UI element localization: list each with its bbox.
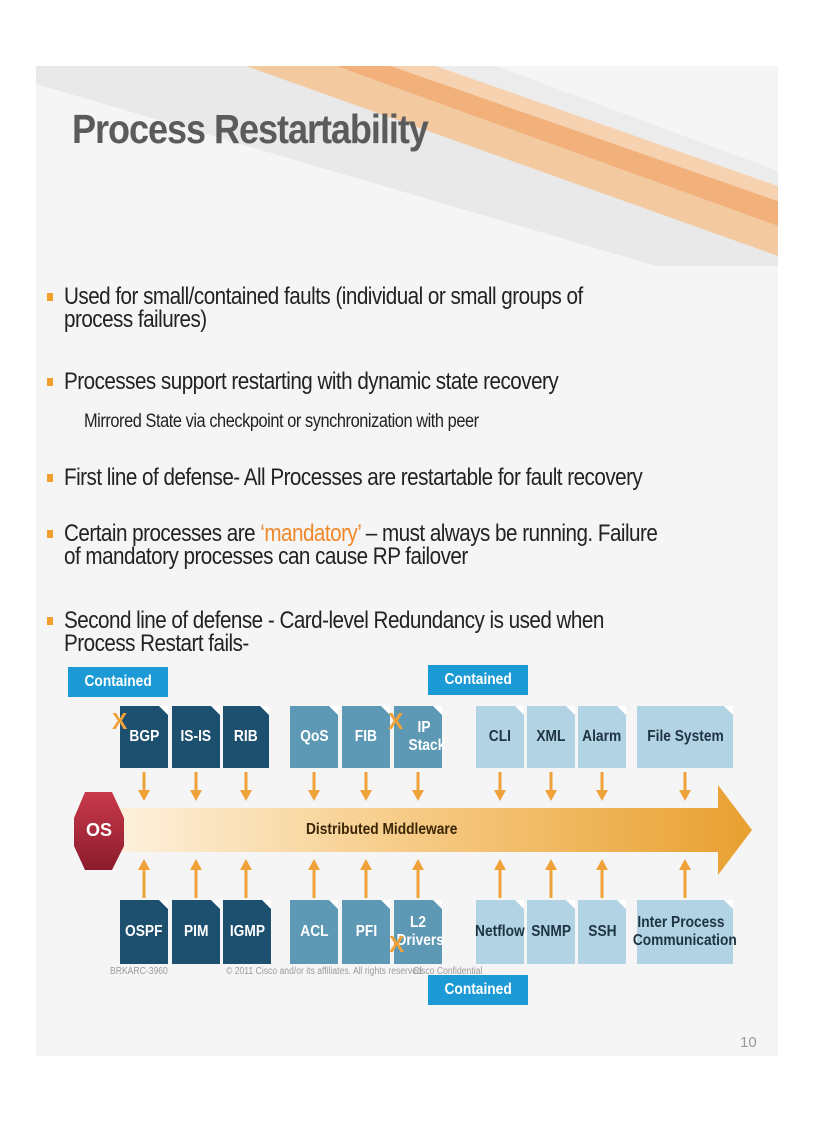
middleware-arrow: [100, 785, 752, 875]
connector-arrowhead: [545, 790, 557, 801]
connector-arrowhead: [679, 859, 691, 870]
process-box-alarm: Alarm: [578, 706, 626, 768]
bullet-marker: [47, 378, 53, 386]
connector-arrowhead: [596, 859, 608, 870]
bullet-text: Processes support restarting with dynami…: [64, 368, 559, 395]
process-box-xml: XML: [527, 706, 575, 768]
slide-title: Process Restartability: [72, 106, 429, 152]
connector-arrowhead: [545, 859, 557, 870]
sub-bullet: Mirrored State via checkpoint or synchro…: [84, 411, 479, 432]
slide: [36, 66, 778, 1056]
connector-arrowhead: [412, 859, 424, 870]
connector-arrowhead: [360, 790, 372, 801]
footer-confidential: Cisco Confidential: [413, 966, 483, 977]
connector-arrowhead: [494, 859, 506, 870]
bullet-text-after: – must always be running. Failure of man…: [64, 520, 658, 570]
connector-arrowhead: [190, 790, 202, 801]
page-number: 10: [740, 1034, 757, 1051]
process-box-file-system: File System: [637, 706, 733, 768]
mandatory-highlight: ‘mandatory’: [260, 520, 361, 547]
fault-x-mark: X: [112, 708, 128, 734]
bullet-marker: [47, 474, 53, 482]
bullet-text: First line of defense- All Processes are…: [64, 464, 643, 491]
connector-arrowhead: [138, 790, 150, 801]
process-box-bgp: BGP: [120, 706, 168, 768]
footer-copyright: © 2011 Cisco and/or its affiliates. All …: [226, 966, 425, 977]
connector-arrowhead: [360, 859, 372, 870]
fault-x-mark: X: [388, 708, 404, 734]
bullet-marker: [47, 293, 53, 301]
os-label: OS: [86, 820, 113, 840]
bullet-text: Second line of defense - Card-level Redu…: [64, 607, 604, 657]
process-box-inter-process-communication: Inter Process Communication: [633, 900, 737, 964]
contained-tag-top: Contained: [428, 665, 528, 695]
process-box-pfi: PFI: [342, 900, 390, 964]
bullet-text: Certain processes are ‘mandatory’ – must…: [64, 520, 666, 570]
bullet-text: Used for small/contained faults (individ…: [64, 283, 583, 333]
process-box-ssh: SSH: [578, 900, 626, 964]
process-box-cli: CLI: [476, 706, 524, 768]
bullet-text-before: Certain processes are: [64, 520, 261, 547]
process-box-ospf: OSPF: [120, 900, 168, 964]
process-box-snmp: SNMP: [527, 900, 575, 964]
bullet-1: Used for small/contained faults (individ…: [47, 283, 687, 333]
connector-arrowhead: [679, 790, 691, 801]
os-hexagon: [74, 792, 124, 870]
connector-arrowhead: [412, 790, 424, 801]
fault-x-mark: X: [389, 931, 405, 957]
footer-session-code: BRKARC-3960: [110, 966, 168, 977]
process-box-netflow: Netflow: [475, 900, 525, 964]
connector-arrowhead: [308, 790, 320, 801]
connector-arrowhead: [190, 859, 202, 870]
connector-arrowhead: [308, 859, 320, 870]
bullet-marker: [47, 530, 53, 538]
bullet-2: Processes support restarting with dynami…: [47, 370, 687, 394]
contained-tag-left: Contained: [68, 667, 168, 697]
connector-arrows: [138, 772, 691, 898]
bullet-3: First line of defense- All Processes are…: [47, 466, 687, 490]
process-box-fib: FIB: [342, 706, 390, 768]
bullet-marker: [47, 617, 53, 625]
connector-arrowhead: [240, 859, 252, 870]
process-box-ip-stack: IP Stack: [394, 706, 445, 768]
process-box-l2-drivers: L2 Drivers: [394, 900, 444, 964]
connector-arrowhead: [494, 790, 506, 801]
process-box-isis: IS-IS: [172, 706, 220, 768]
process-box-igmp: IGMP: [223, 900, 271, 964]
process-box-rib: RIB: [223, 706, 269, 768]
contained-tag-bottom: Contained: [428, 975, 528, 1005]
bullet-5: Second line of defense - Card-level Redu…: [47, 607, 687, 657]
process-box-qos: QoS: [290, 706, 338, 768]
connector-arrowhead: [596, 790, 608, 801]
decorative-stripes: [36, 66, 778, 266]
bullet-4: Certain processes are ‘mandatory’ – must…: [47, 520, 687, 570]
connector-arrowhead: [138, 859, 150, 870]
middleware-label: Distributed Middleware: [306, 821, 458, 838]
process-box-pim: PIM: [172, 900, 220, 964]
connector-arrowhead: [240, 790, 252, 801]
process-box-acl: ACL: [290, 900, 338, 964]
